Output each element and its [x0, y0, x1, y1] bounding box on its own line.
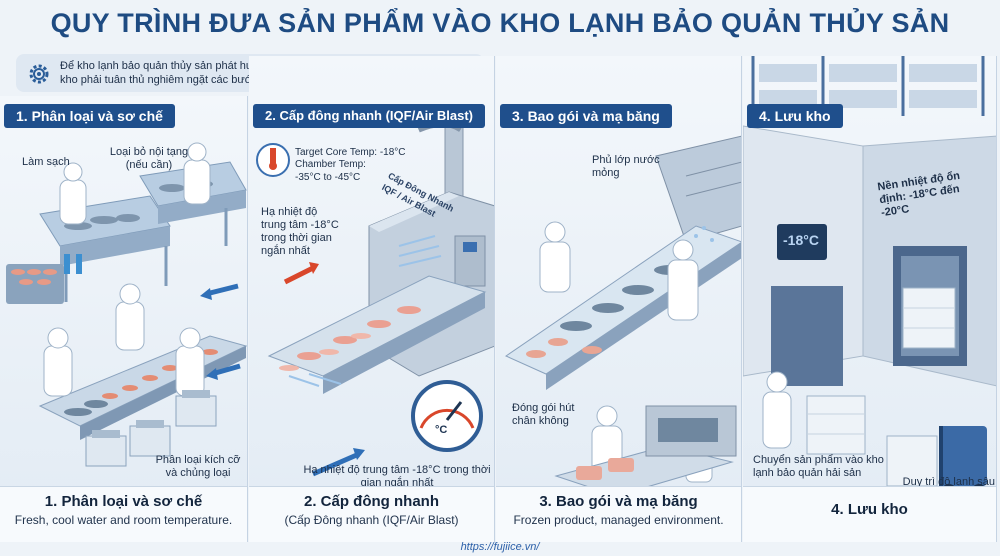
- step-2-footer-sub: (Cấp Đông nhanh (IQF/Air Blast): [284, 513, 459, 527]
- step-3-tag: 3. Bao gói và mạ băng: [500, 104, 672, 128]
- cold-storage-scene: [743, 56, 996, 500]
- label-grade: Phân loại kích cỡ và chủng loại: [155, 454, 241, 479]
- step-1-footer-sub: Fresh, cool water and room temperature.: [14, 513, 233, 527]
- step-panel-2: 2. Cấp đông nhanh (IQF/Air Blast) Target…: [249, 56, 495, 542]
- step-4-footer-title: 4. Lưu kho: [831, 501, 908, 518]
- step-panel-3: 3. Bao gói và mạ băng Phủ lớp nước mỏng …: [496, 56, 742, 542]
- step-3-footer-sub: Frozen product, managed environment.: [513, 513, 724, 527]
- step-3-footer-title: 3. Bao gói và mạ băng: [539, 493, 698, 510]
- target-temp: Target Core Temp: -18°C: [295, 147, 406, 158]
- step-4-footer: 4. Lưu kho: [743, 486, 996, 542]
- label-freeze-1: Hạ nhiệt độ trung tâm -18°C trong thời g…: [261, 206, 339, 257]
- step-3-footer: 3. Bao gói và mạ băng Frozen product, ma…: [496, 486, 741, 542]
- sorting-scene: [6, 142, 247, 467]
- step-2-tag: 2. Cấp đông nhanh (IQF/Air Blast): [253, 104, 485, 128]
- source-link[interactable]: https://fujiice.vn/: [460, 541, 540, 553]
- chamber-temp: Chamber Temp: -35°C to -45°C: [295, 159, 366, 183]
- gear-icon: [29, 64, 49, 84]
- label-clean: Làm sạch: [22, 156, 70, 168]
- step-1-footer-title: 1. Phân loại và sơ chế: [44, 493, 203, 510]
- step-1-tag: 1. Phân loại và sơ chế: [4, 104, 175, 128]
- step-1-footer: 1. Phân loại và sơ chế Fresh, cool water…: [0, 486, 247, 542]
- step-4-tag: 4. Lưu kho: [747, 104, 843, 128]
- step-panel-4: 4. Lưu kho -18°C Nền nhiệt độ ổn định: -…: [743, 56, 997, 542]
- label-gut: Loại bỏ nội tạng (nếu cần): [109, 146, 189, 171]
- gauge-unit: °C: [435, 424, 448, 436]
- label-deep-cold: Duy trì độ lạnh sâu: [902, 476, 995, 488]
- page-title: QUY TRÌNH ĐƯA SẢN PHẨM VÀO KHO LẠNH BẢO …: [50, 8, 950, 38]
- temp-display: -18°C: [783, 232, 819, 248]
- step-2-footer: 2. Cấp đông nhanh (Cấp Đông nhanh (IQF/A…: [249, 486, 494, 542]
- label-move: Chuyển sản phẩm vào kho lạnh bảo quản hả…: [753, 454, 884, 479]
- step-panel-1: 1. Phân loại và sơ chế Làm sạch Loại bỏ …: [0, 96, 248, 542]
- label-glaze: Phủ lớp nước mỏng: [592, 154, 660, 179]
- label-vacuum: Đóng gói hút chân không: [512, 402, 575, 427]
- freezing-scene: [256, 113, 494, 477]
- packaging-scene: [504, 135, 741, 497]
- step-2-footer-title: 2. Cấp đông nhanh: [304, 493, 439, 510]
